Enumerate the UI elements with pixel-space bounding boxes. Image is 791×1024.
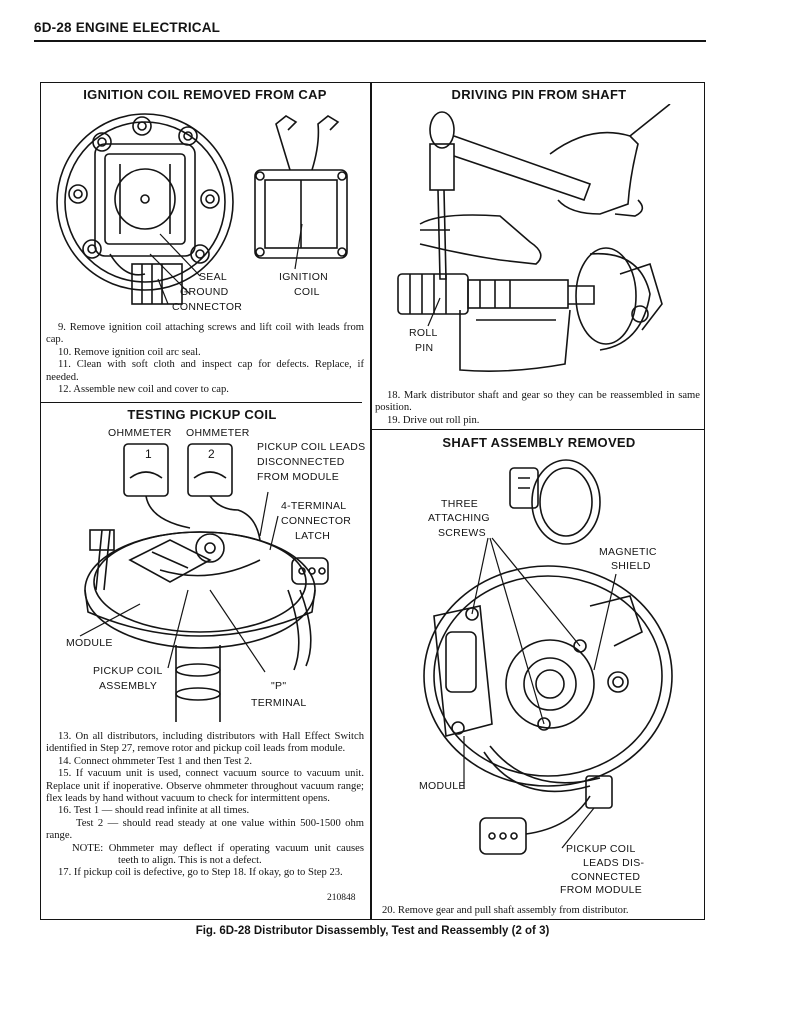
connector-label-1: 4-TERMINAL bbox=[281, 500, 347, 512]
seal-label: SEAL bbox=[199, 271, 228, 283]
shield-label: SHIELD bbox=[611, 560, 651, 572]
terminal-label: TERMINAL bbox=[251, 697, 307, 709]
pickup-step: 13. On all distributors, including distr… bbox=[46, 731, 364, 755]
pin-panel-title: DRIVING PIN FROM SHAFT bbox=[451, 87, 627, 102]
pickup-steps: 13. On all distributors, including distr… bbox=[46, 731, 364, 880]
latch-label: LATCH bbox=[295, 530, 331, 542]
ignition-coil-illustration bbox=[56, 113, 348, 305]
screws-label: SCREWS bbox=[438, 527, 486, 539]
shaft-module-label: MODULE bbox=[419, 780, 466, 792]
coil-step: 10. Remove ignition coil arc seal. bbox=[58, 346, 201, 358]
column-divider bbox=[370, 82, 372, 920]
pickup-step: 16. Test 1 — should read infinite at all… bbox=[58, 805, 250, 817]
pickup-coil-leads-label-1: PICKUP COIL bbox=[566, 843, 636, 855]
meter-2-number: 2 bbox=[208, 447, 215, 461]
magnetic-label: MAGNETIC bbox=[599, 546, 657, 558]
left-panel-divider bbox=[40, 402, 362, 404]
pickup-panel-title: TESTING PICKUP COIL bbox=[127, 407, 277, 422]
p-terminal-label: "P" bbox=[271, 680, 287, 692]
pickup-step: 15. If vacuum unit is used, connect vacu… bbox=[46, 768, 364, 805]
coil-step: 9. Remove ignition coil attaching screws… bbox=[46, 322, 364, 346]
ground-label: GROUND bbox=[180, 286, 229, 298]
coil-step: 11. Clean with soft cloth and inspect ca… bbox=[46, 359, 364, 383]
attaching-label: ATTACHING bbox=[428, 512, 490, 524]
meter-1-number: 1 bbox=[145, 447, 152, 461]
coil-steps: 9. Remove ignition coil attaching screws… bbox=[46, 322, 364, 396]
figure-caption: Fig. 6D-28 Distributor Disassembly, Test… bbox=[195, 925, 550, 937]
connector-label: CONNECTOR bbox=[172, 301, 243, 313]
pin-step: 19. Drive out roll pin. bbox=[387, 414, 480, 426]
shaft-steps: 20. Remove gear and pull shaft assembly … bbox=[382, 905, 702, 917]
pickup-leads-label-2: DISCONNECTED bbox=[257, 456, 345, 468]
coil-step: 12. Assemble new coil and cover to cap. bbox=[58, 384, 229, 396]
coil-label: COIL bbox=[294, 286, 320, 298]
pickup-coil-leads-label-4: FROM MODULE bbox=[560, 884, 643, 896]
pickup-note: NOTE: Ohmmeter may deflect if operating … bbox=[72, 842, 364, 867]
pickup-leads-label-1: PICKUP COIL LEADS bbox=[257, 441, 366, 453]
pin-steps: 18. Mark distributor shaft and gear so t… bbox=[375, 390, 700, 427]
pickup-coil-illustration bbox=[79, 443, 329, 722]
ignition-label: IGNITION bbox=[279, 271, 329, 283]
header-rule bbox=[34, 40, 706, 42]
figure-frame bbox=[40, 82, 705, 920]
roll-label: ROLL bbox=[409, 327, 438, 339]
three-label: THREE bbox=[441, 498, 479, 510]
ohmmeter-1-label: OHMMETER bbox=[108, 427, 172, 439]
pickup-leads-label-3: FROM MODULE bbox=[257, 471, 340, 483]
shaft-assembly-illustration bbox=[423, 459, 673, 855]
right-panel-divider bbox=[371, 429, 705, 431]
pickup-step: 17. If pickup coil is defective, go to S… bbox=[58, 867, 343, 879]
assembly-label: ASSEMBLY bbox=[99, 680, 158, 692]
shaft-panel-title: SHAFT ASSEMBLY REMOVED bbox=[442, 435, 636, 450]
pickup-coil-label: PICKUP COIL bbox=[93, 665, 163, 677]
coil-panel-title: IGNITION COIL REMOVED FROM CAP bbox=[83, 87, 327, 102]
driving-pin-illustration bbox=[397, 104, 671, 372]
pin-step: 18. Mark distributor shaft and gear so t… bbox=[375, 390, 700, 414]
page-header: 6D-28 ENGINE ELECTRICAL bbox=[34, 20, 221, 35]
ohmmeter-2-label: OHMMETER bbox=[186, 427, 250, 439]
pickup-coil-leads-label-3: CONNECTED bbox=[571, 871, 641, 883]
shaft-step: 20. Remove gear and pull shaft assembly … bbox=[382, 905, 629, 916]
pickup-step: Test 2 — should read steady at one value… bbox=[46, 817, 364, 842]
figure-code: 210848 bbox=[327, 893, 356, 903]
pickup-coil-leads-label-2: LEADS DIS- bbox=[583, 857, 645, 869]
pickup-step: 14. Connect ohmmeter Test 1 and then Tes… bbox=[58, 755, 253, 767]
module-label: MODULE bbox=[66, 637, 113, 649]
connector-label-2: CONNECTOR bbox=[281, 515, 352, 527]
pin-label: PIN bbox=[415, 342, 434, 354]
